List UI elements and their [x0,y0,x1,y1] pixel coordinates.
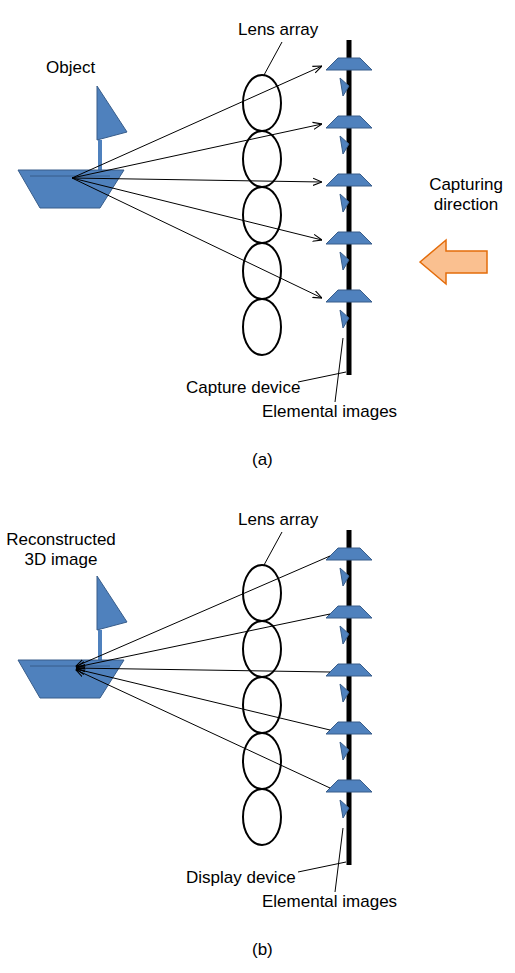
part-label: Reconstructed 3D image [3,530,119,570]
lens [243,621,281,677]
lens [243,75,281,131]
part-label: Object [46,58,95,78]
part-label: Lens array [238,20,318,40]
leader-line [335,338,343,402]
part-label: Display device [186,868,296,888]
elemental-image [326,548,372,560]
panel-label: (b) [252,940,273,960]
elemental-image [340,78,349,96]
light-ray [76,669,330,730]
lens [243,733,281,789]
reconstructed-sail [97,576,127,630]
part-label: Elemental images [262,892,397,912]
elemental-image [326,58,372,70]
display-panel [18,530,372,892]
capturing-arrow [420,240,487,284]
elemental-image [326,664,372,676]
light-ray [72,66,322,178]
lens [243,677,281,733]
light-ray [76,556,330,666]
leader-line [264,42,282,75]
direction-label: Capturing direction [420,175,512,215]
part-label: Elemental images [262,402,397,422]
lens [243,789,281,845]
elemental-image [340,568,349,586]
elemental-image [326,606,372,618]
hull-line [30,666,110,667]
elemental-image [340,626,349,644]
elemental-image [326,780,372,792]
light-ray [72,178,322,182]
leader-line [264,532,282,565]
capture-device [347,40,352,375]
elemental-image [326,232,372,244]
hull-line [30,176,110,177]
panel-label: (a) [252,450,273,470]
lens [243,565,281,621]
capture-panel [18,40,487,402]
object-hull [18,170,124,208]
elemental-image [340,194,349,212]
light-ray [72,124,322,178]
lens [243,187,281,243]
elemental-image [340,684,349,702]
elemental-image [340,136,349,154]
elemental-image [340,742,349,760]
light-ray [76,614,330,667]
part-label: Lens array [238,510,318,530]
elemental-image [326,722,372,734]
elemental-image [326,290,372,302]
elemental-image [326,174,372,186]
elemental-image [326,116,372,128]
display-device [347,530,352,865]
leader-line [335,828,343,892]
object-sail [97,86,127,140]
reconstructed-hull [18,660,124,698]
light-ray [76,668,330,672]
elemental-image [340,800,349,818]
light-ray [72,178,322,298]
part-label: Capture device [186,378,300,398]
elemental-image [340,310,349,328]
light-ray [76,670,330,788]
lens [243,243,281,299]
lens [243,299,281,355]
elemental-image [340,252,349,270]
light-ray [72,178,322,240]
